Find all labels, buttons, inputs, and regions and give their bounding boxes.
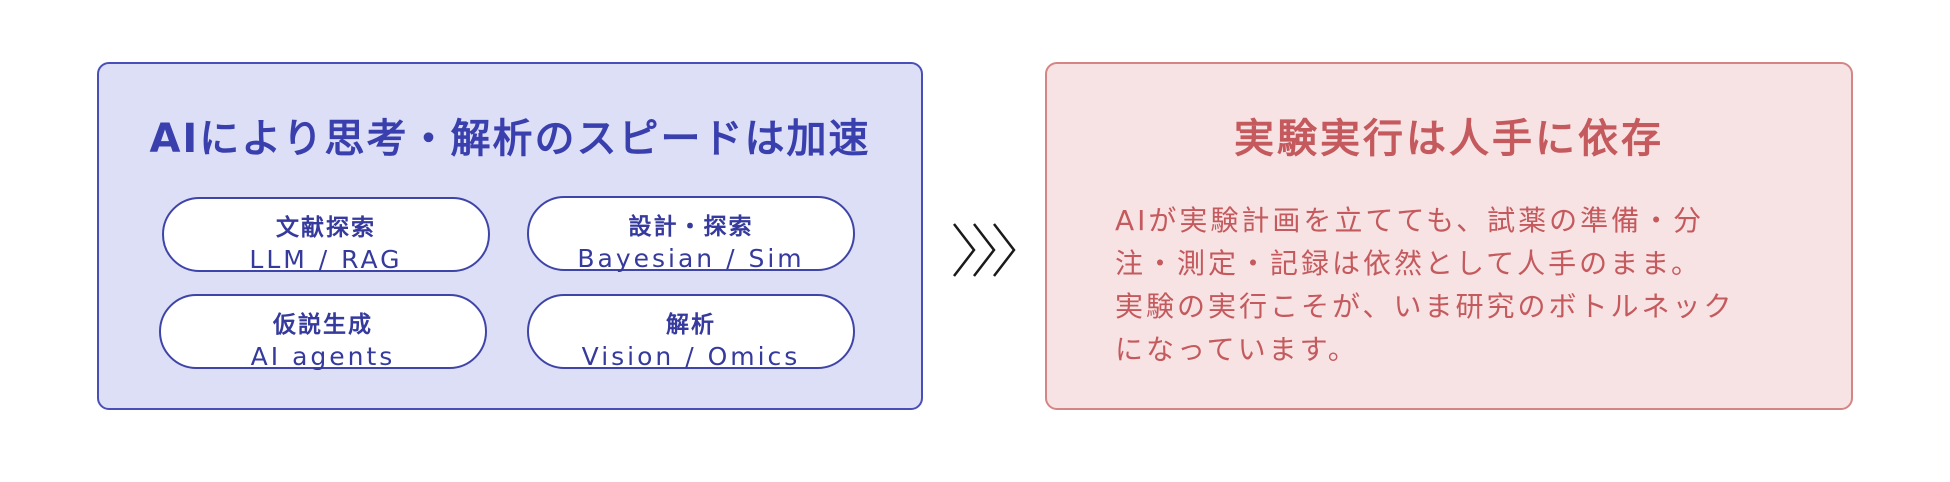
pill-label: 設計・探索 [628,214,754,240]
manual-execution-title: 実験実行は人手に依存 [1234,116,1664,162]
description-line: になっています。 [1115,333,1359,366]
pill-literature-search: 文献探索 LLM / RAG [162,197,490,274]
pill-label: 解析 [666,312,716,338]
pill-design-exploration: 設計・探索 Bayesian / Sim [527,196,855,273]
pill-sub: Bayesian / Sim [577,244,805,273]
pill-label: 仮説生成 [273,312,373,338]
pill-label: 文献探索 [276,215,376,241]
ai-acceleration-title: AIにより思考・解析のスピードは加速 [149,116,871,162]
pill-sub: Vision / Omics [581,342,801,371]
description-line: AIが実験計画を立てても、試薬の準備・分 [1115,204,1705,237]
pill-analysis: 解析 Vision / Omics [527,294,855,371]
manual-execution-panel: 実験実行は人手に依存 AIが実験計画を立てても、試薬の準備・分 注・測定・記録は… [1045,62,1853,410]
manual-execution-description: AIが実験計画を立てても、試薬の準備・分 注・測定・記録は依然として人手のまま。… [1115,199,1815,371]
pill-sub: AI agents [250,342,396,371]
triple-chevron-right-icon [953,223,1016,277]
description-line: 注・測定・記録は依然として人手のまま。 [1115,247,1703,280]
description-line: 実験の実行こそが、いま研究のボトルネック [1115,290,1735,323]
ai-acceleration-panel: AIにより思考・解析のスピードは加速 文献探索 LLM / RAG 設計・探索 … [97,62,923,410]
pill-hypothesis-generation: 仮説生成 AI agents [159,294,487,371]
pill-sub: LLM / RAG [249,245,403,274]
